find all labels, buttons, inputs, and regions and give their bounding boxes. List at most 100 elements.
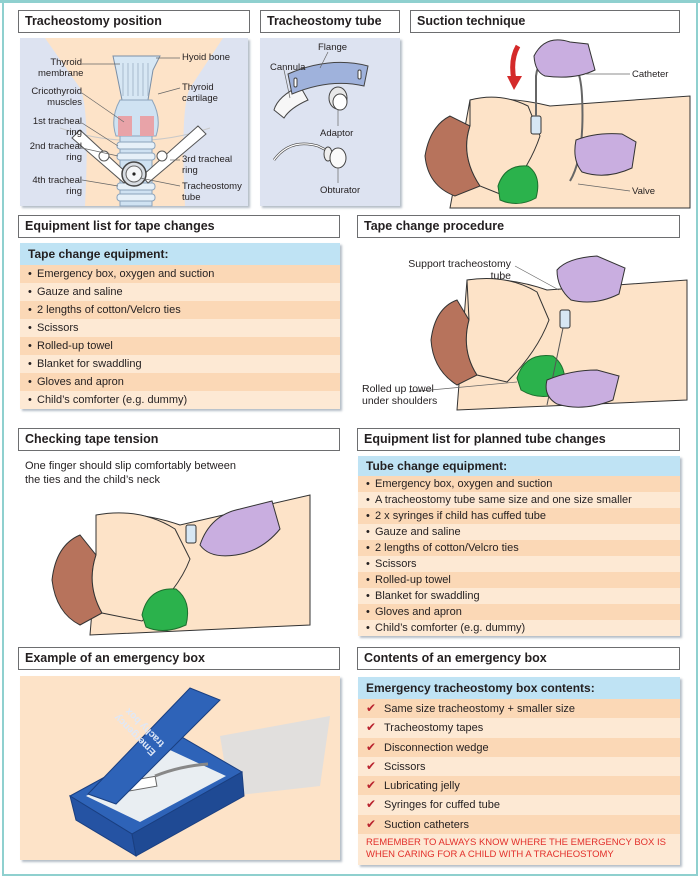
tracheostomy-position-illustration: Thyroid membrane Hyoid bone Cricothyroid… bbox=[20, 38, 248, 207]
list-body: ✔Same size tracheostomy + smaller size✔T… bbox=[358, 699, 680, 835]
emergency-box-example-title: Example of an emergency box bbox=[18, 647, 340, 670]
list-item: • Blanket for swaddling bbox=[20, 355, 340, 373]
obturator-handle bbox=[329, 147, 347, 169]
tracheostomy-tube-title: Tracheostomy tube bbox=[260, 10, 400, 33]
list-item: ✔ Syringes for cuffed tube bbox=[358, 795, 680, 815]
downward-arrow-icon bbox=[510, 44, 521, 81]
trach-tube bbox=[559, 309, 571, 329]
list-item: • Gauze and saline bbox=[358, 524, 680, 540]
scissors bbox=[154, 762, 209, 778]
bullet-icon: • bbox=[366, 558, 370, 570]
check-icon: ✔ bbox=[366, 816, 377, 831]
bullet-icon: • bbox=[366, 606, 370, 618]
list-item-text: 2 lengths of cotton/Velcro ties bbox=[37, 304, 181, 316]
bullet-icon: • bbox=[366, 622, 370, 634]
list-item-text: Rolled-up towel bbox=[37, 340, 113, 352]
list-item-text: Gauze and saline bbox=[375, 526, 461, 538]
list-item: •2 x syringes if child has cuffed tube bbox=[358, 508, 680, 524]
box-side bbox=[131, 771, 245, 857]
list-title: Emergency tracheostomy box contents: bbox=[358, 677, 680, 699]
glove-top bbox=[533, 39, 596, 78]
bullet-icon: • bbox=[366, 574, 370, 586]
glove-top bbox=[556, 255, 626, 303]
list-item: • Gauze and saline bbox=[20, 283, 340, 301]
trach-tube bbox=[185, 524, 197, 544]
equipment-tape-changes-title: Equipment list for tape changes bbox=[18, 215, 340, 238]
label-2nd-tracheal-ring: 2nd tracheal ring bbox=[29, 141, 82, 163]
list-item: •Rolled-up towel bbox=[20, 337, 340, 355]
box-shadow bbox=[220, 716, 330, 796]
bullet-icon: • bbox=[28, 322, 32, 334]
list-title: Tube change equipment: bbox=[358, 456, 680, 476]
equipment-planned-tube-changes-title: Equipment list for planned tube changes bbox=[357, 428, 680, 451]
label-rolled-towel: Rolled up towel under shoulders bbox=[362, 383, 438, 407]
list-item: • 2 lengths of cotton/Velcro ties bbox=[20, 301, 340, 319]
list-item-text: Rolled-up towel bbox=[375, 574, 451, 586]
flange-shape bbox=[287, 61, 369, 95]
list-item-text: Scissors bbox=[37, 322, 79, 334]
check-icon: ✔ bbox=[366, 778, 377, 793]
list-item-text: Disconnection wedge bbox=[384, 741, 489, 754]
list-item: •Emergency box, oxygen and suction bbox=[358, 476, 680, 492]
neck-anatomy-drawing bbox=[45, 38, 223, 207]
list-item-text: Gauze and saline bbox=[37, 286, 123, 298]
arrow-head-icon bbox=[507, 76, 522, 90]
list-item-text: Blanket for swaddling bbox=[37, 358, 142, 370]
tape-change-procedure-illustration: Support tracheostomy tube Rolled up towe… bbox=[357, 240, 690, 415]
tape-tension-drawing bbox=[51, 494, 311, 636]
list-item-text: Scissors bbox=[384, 760, 426, 773]
emergency-box-contents-title: Contents of an emergency box bbox=[357, 647, 680, 670]
glove-bottom bbox=[545, 369, 620, 408]
label-thyroid-membrane: Thyroid membrane bbox=[38, 57, 84, 79]
bullet-icon: • bbox=[28, 376, 32, 388]
label-3rd-tracheal-ring: 3rd tracheal ring bbox=[182, 154, 233, 176]
list-item-text: Blanket for swaddling bbox=[375, 590, 480, 602]
list-item-text: 2 x syringes if child has cuffed tube bbox=[375, 510, 547, 522]
list-item-text: Emergency box, oxygen and suction bbox=[375, 478, 553, 490]
list-item: ✔ Same size tracheostomy + smaller size bbox=[358, 699, 680, 719]
tape-change-drawing bbox=[408, 255, 688, 411]
list-item-text: Syringes for cuffed tube bbox=[384, 799, 500, 812]
list-item: • Scissors bbox=[358, 556, 680, 572]
label-1st-tracheal-ring: 1st tracheal ring bbox=[32, 116, 82, 138]
bullet-icon: • bbox=[28, 268, 32, 280]
label-thyroid-cartilage: Thyroid cartilage bbox=[182, 82, 218, 104]
check-icon: ✔ bbox=[366, 720, 377, 735]
list-item-text: Suction catheters bbox=[384, 818, 469, 831]
label-hyoid-bone: Hyoid bone bbox=[182, 52, 231, 63]
label-cricothyroid-muscles: Cricothyroid muscles bbox=[31, 86, 82, 108]
bullet-icon: • bbox=[28, 358, 32, 370]
list-item-text: Emergency box, oxygen and suction bbox=[37, 268, 215, 280]
list-item: ✔Lubricating jelly bbox=[358, 776, 680, 796]
list-item-text: Scissors bbox=[375, 558, 417, 570]
list-item: • Blanket for swaddling bbox=[358, 588, 680, 604]
list-item: •2 lengths of cotton/Velcro ties bbox=[358, 540, 680, 556]
bullet-icon: • bbox=[28, 394, 32, 406]
emergency-box-drawing: Emergencytrachy box bbox=[69, 687, 330, 857]
cricothyroid-muscle-right bbox=[140, 116, 154, 136]
bullet-icon: • bbox=[28, 286, 32, 298]
tape-tension-note: One finger should slip comfortably betwe… bbox=[25, 460, 236, 486]
list-item-text: Child’s comforter (e.g. dummy) bbox=[375, 622, 526, 634]
list-item-text: A tracheostomy tube same size and one si… bbox=[375, 494, 632, 506]
list-item: • Scissors bbox=[20, 319, 340, 337]
emergency-box-contents-list: Emergency tracheostomy box contents: ✔ Sa… bbox=[358, 677, 680, 866]
bullet-icon: • bbox=[366, 590, 370, 602]
suction-technique-illustration: Catheter Valve bbox=[410, 36, 691, 209]
list-item: • Emergency box, oxygen and suction bbox=[20, 265, 340, 283]
check-icon: ✔ bbox=[366, 797, 377, 812]
label-4th-tracheal-ring: 4th tracheal ring bbox=[32, 175, 82, 197]
list-item-text: 2 lengths of cotton/Velcro ties bbox=[375, 542, 519, 554]
list-item: • Rolled-up towel bbox=[358, 572, 680, 588]
tape-tension-illustration bbox=[40, 485, 340, 636]
emergency-box-warning: REMEMBER TO ALWAYS KNOW WHERE THE EMERGE… bbox=[358, 834, 680, 866]
label-flange: Flange bbox=[318, 42, 348, 53]
bullet-icon: • bbox=[366, 526, 370, 538]
bullet-icon: • bbox=[28, 304, 32, 316]
label-valve: Valve bbox=[632, 186, 656, 197]
check-icon: ✔ bbox=[366, 701, 377, 715]
label-adaptor: Adaptor bbox=[320, 128, 354, 139]
list-item-text: Same size tracheostomy + smaller size bbox=[384, 703, 576, 715]
check-icon: ✔ bbox=[366, 758, 377, 773]
label-tracheostomy-tube: Tracheostomy tube bbox=[182, 181, 242, 203]
